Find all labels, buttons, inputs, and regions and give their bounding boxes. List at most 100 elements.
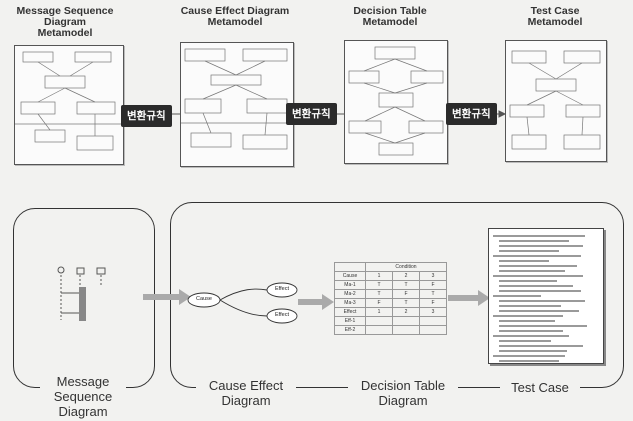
table-cell: T xyxy=(392,280,420,290)
label-msd: Message Sequence Diagram xyxy=(40,374,126,419)
label-line: Diagram xyxy=(58,404,108,419)
label-line: Diagram xyxy=(378,393,428,408)
text-line xyxy=(499,280,557,282)
flow-arrow-3 xyxy=(448,290,490,306)
text-line xyxy=(499,240,569,242)
effect-node-label: Effect xyxy=(275,312,289,318)
table-cell: F xyxy=(392,289,420,299)
cause-effect-schematic xyxy=(187,282,298,324)
text-line xyxy=(493,315,563,317)
table-cell xyxy=(419,316,447,326)
metamodel-connectors xyxy=(122,110,507,118)
label-tc: Test Case xyxy=(500,380,580,395)
text-line xyxy=(499,250,559,252)
text-line xyxy=(493,235,585,237)
title-line: Metamodel xyxy=(362,16,418,28)
text-line xyxy=(499,350,567,352)
title-line: Message Sequence xyxy=(16,5,114,17)
text-line xyxy=(499,305,561,307)
test-case-text-lines xyxy=(489,229,603,363)
label-line: Cause Effect xyxy=(208,378,284,393)
label-dt: Decision Table Diagram xyxy=(348,378,458,408)
table-cell: Ma-2 xyxy=(334,289,366,299)
text-line xyxy=(493,275,583,277)
text-line xyxy=(499,300,585,302)
text-line xyxy=(493,355,565,357)
table-cell: T xyxy=(392,298,420,308)
metamodel-image-tc xyxy=(505,40,607,162)
table-cell: F xyxy=(365,298,393,308)
metamodel-image-msd xyxy=(14,45,124,165)
flow-arrow-1 xyxy=(143,289,191,305)
metamodel-image-ced xyxy=(180,42,294,167)
text-line xyxy=(499,340,551,342)
metamodel-title-ced: Cause Effect Diagram Metamodel xyxy=(170,6,300,28)
table-header-cell: Condition xyxy=(365,262,447,272)
table-cell: Eff-1 xyxy=(334,316,366,326)
transform-rule-2: 변환규칙 xyxy=(286,103,337,125)
table-cell: 3 xyxy=(419,271,447,281)
text-line xyxy=(499,310,579,312)
test-case-document xyxy=(488,228,604,364)
table-cell: F xyxy=(419,298,447,308)
metamodel-schematic xyxy=(181,48,293,150)
text-line xyxy=(499,285,573,287)
table-cell: 2 xyxy=(392,307,420,317)
label-ced: Cause Effect Diagram xyxy=(196,378,296,408)
table-cell: T xyxy=(419,289,447,299)
table-cell: F xyxy=(419,280,447,290)
message-sequence-schematic xyxy=(57,266,106,321)
label-line: Decision Table xyxy=(360,378,446,393)
label-line: Sequence xyxy=(53,389,113,404)
table-cell: 3 xyxy=(419,307,447,317)
table-cell xyxy=(419,325,447,335)
title-line: Test Case xyxy=(530,5,580,17)
text-line xyxy=(499,265,577,267)
table-cell: T xyxy=(365,289,393,299)
metamodel-title-tc: Test Case Metamodel xyxy=(510,6,600,28)
table-cell: T xyxy=(365,280,393,290)
text-line xyxy=(493,335,569,337)
text-line xyxy=(499,270,565,272)
text-line xyxy=(499,245,583,247)
title-line: Diagram xyxy=(43,16,86,28)
table-cell xyxy=(392,316,420,326)
text-line xyxy=(499,330,563,332)
text-line xyxy=(499,260,549,262)
text-line xyxy=(493,255,581,257)
text-line xyxy=(499,325,587,327)
title-line: Metamodel xyxy=(207,16,263,28)
metamodel-schematic xyxy=(15,51,123,151)
effect-node-label: Effect xyxy=(275,286,289,292)
metamodel-title-dt: Decision Table Metamodel xyxy=(340,6,440,28)
table-cell: Cause xyxy=(334,271,366,281)
table-cell xyxy=(365,325,393,335)
table-cell xyxy=(392,325,420,335)
table-cell: 1 xyxy=(365,271,393,281)
table-cell: Eff-2 xyxy=(334,325,366,335)
table-row: Eff-1 xyxy=(334,316,447,326)
table-cell: 2 xyxy=(392,271,420,281)
metamodel-schematic xyxy=(348,46,444,156)
flow-arrow-2 xyxy=(298,294,334,310)
metamodel-schematic xyxy=(509,50,601,150)
title-line: Cause Effect Diagram xyxy=(180,5,290,17)
text-line xyxy=(499,345,583,347)
text-line xyxy=(493,295,541,297)
label-line: Message xyxy=(56,374,110,389)
text-line xyxy=(499,360,559,362)
text-line xyxy=(499,290,581,292)
transform-rule-3: 변환규칙 xyxy=(446,103,497,125)
cause-node-label: Cause xyxy=(196,296,212,302)
transform-rule-1: 변환규칙 xyxy=(121,105,172,127)
metamodel-image-dt xyxy=(344,40,448,164)
title-line: Metamodel xyxy=(37,27,93,39)
table-cell: 1 xyxy=(365,307,393,317)
title-line: Decision Table xyxy=(353,5,427,17)
